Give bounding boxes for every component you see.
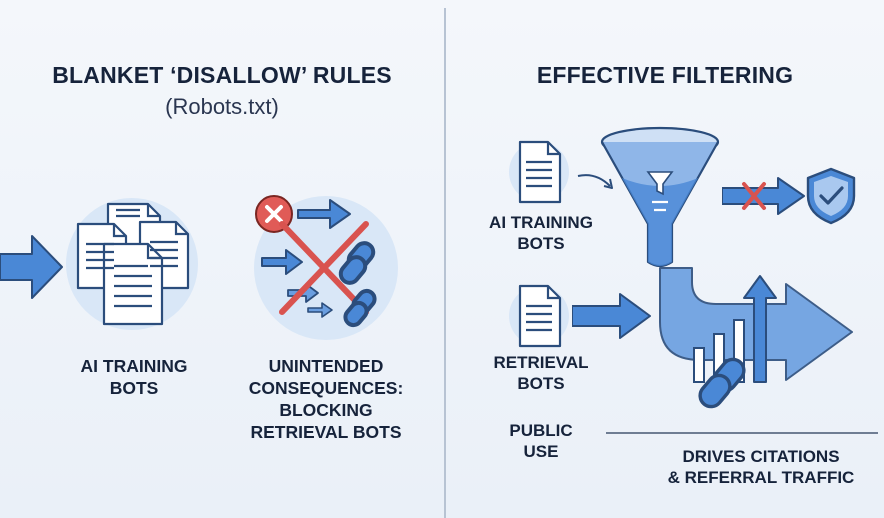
shield-check-icon: [806, 167, 856, 225]
bar-growth-icon: [659, 267, 853, 409]
document-icon: [509, 140, 569, 204]
drives-citations-label: DRIVES CITATIONS & REFERRAL TRAFFIC: [667, 447, 855, 487]
right-panel-effective-filtering: EFFECTIVE FILTERING AI TRAINING BOTS RET…: [446, 0, 884, 518]
left-panel-title: BLANKET ‘DISALLOW’ RULES: [52, 62, 392, 88]
funnel-icon: [600, 126, 720, 268]
left-panel-blanket-disallow: BLANKET ‘DISALLOW’ RULES (Robots.txt): [0, 62, 404, 442]
left-ai-training-label: AI TRAINING BOTS: [80, 356, 188, 398]
curved-arrow-icon: [577, 174, 613, 189]
link-icon: [698, 357, 746, 409]
unintended-consequences-label: UNINTENDED CONSEQUENCES: BLOCKING RETRIE…: [248, 356, 404, 442]
arrow-right-icon: [572, 293, 651, 339]
public-use-label: PUBLIC USE: [509, 421, 573, 461]
blocked-retrieval-icon: [254, 195, 398, 340]
right-panel-title: EFFECTIVE FILTERING: [536, 62, 794, 88]
documents-icon: [66, 198, 198, 330]
arrow-right-icon: [0, 235, 63, 299]
right-ai-training-label: AI TRAINING BOTS: [489, 213, 593, 253]
divider-line: [606, 432, 878, 434]
link-icon: [338, 241, 377, 328]
blocked-arrow-icon: [722, 177, 805, 215]
left-panel-subtitle: (Robots.txt): [165, 94, 279, 119]
panel-divider: [444, 8, 446, 518]
document-icon: [509, 284, 569, 348]
retrieval-bots-label: RETRIEVAL BOTS: [493, 353, 589, 393]
